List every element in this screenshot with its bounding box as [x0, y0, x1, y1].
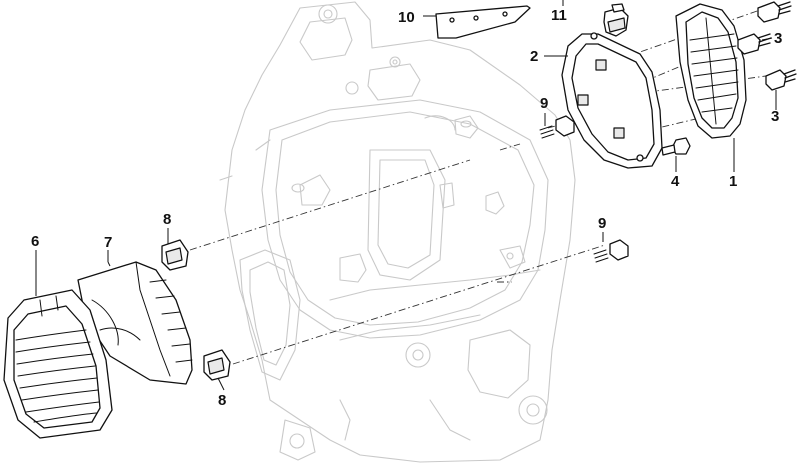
callout-9-top: 9	[540, 95, 548, 112]
part-9-nut-top	[539, 115, 575, 139]
callout-11: 11	[551, 7, 567, 24]
callout-6: 6	[31, 233, 39, 250]
part-8-clip-top	[161, 239, 189, 271]
assembly-line	[599, 9, 761, 67]
ghost-frame	[219, 1, 576, 463]
callout-8-bottom: 8	[218, 392, 226, 409]
assembly-line	[499, 143, 521, 151]
assembly-line	[619, 117, 701, 138]
leader-lines	[35, 0, 777, 391]
callout-10: 10	[398, 9, 415, 26]
callout-7: 7	[104, 234, 112, 251]
part-7-duct	[77, 261, 193, 385]
part-6-grille	[3, 289, 113, 439]
assembly-line	[232, 244, 606, 365]
callout-4: 4	[671, 173, 680, 190]
callout-2: 2	[530, 48, 538, 65]
callout-3-top: 3	[774, 30, 782, 47]
callout-8-top: 8	[163, 211, 171, 228]
part-11-clip	[603, 3, 629, 37]
part-8-clip-bottom	[203, 349, 231, 381]
callouts: 10 11 2 3 3 9 4 1 6 7 8 9 8	[31, 7, 782, 409]
callout-9-bottom: 9	[598, 215, 606, 232]
part-1-grille-cover	[675, 3, 747, 139]
part-10-plate	[435, 5, 531, 39]
callout-3-bottom: 3	[771, 108, 779, 125]
callout-1: 1	[729, 173, 737, 190]
part-3-screw	[737, 1, 797, 91]
assembly-line	[189, 159, 471, 251]
part-2-frame	[561, 32, 663, 169]
part-4-pin	[661, 137, 691, 156]
part-9-nut-bottom	[593, 239, 629, 263]
